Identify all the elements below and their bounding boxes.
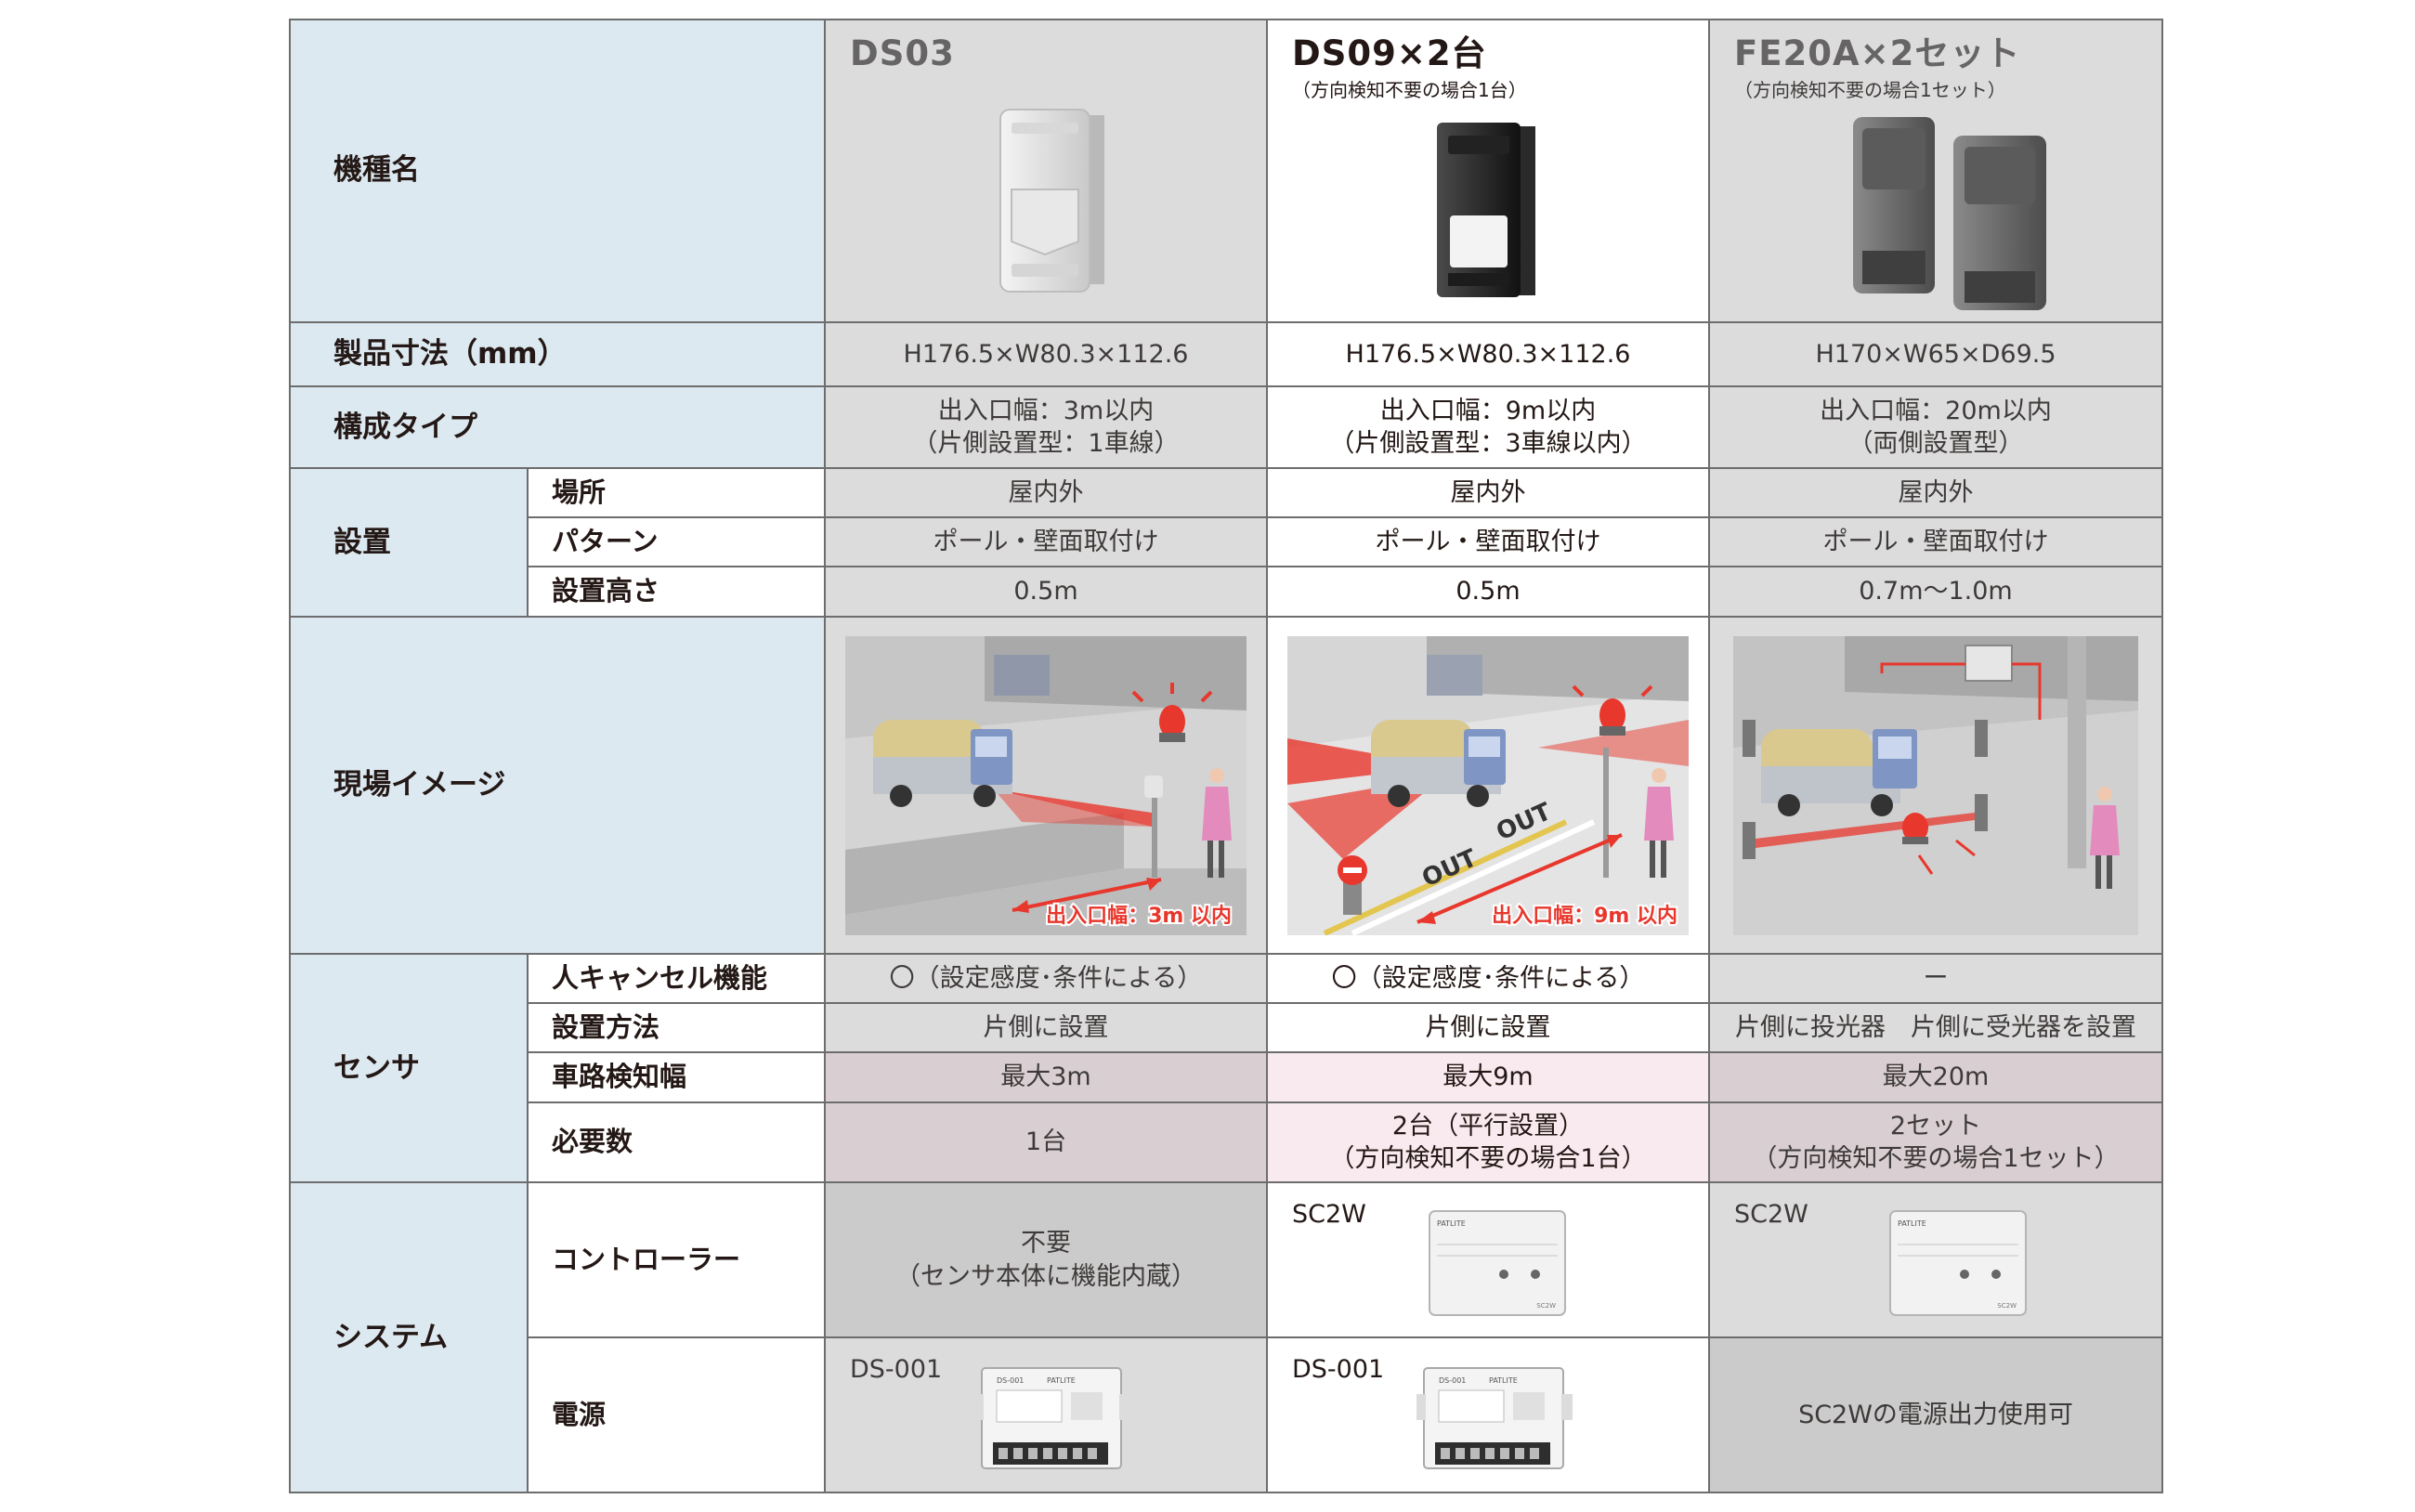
count-line: 2セット [1889, 1111, 1982, 1141]
pattern-ds03: ポール・壁面取付け [826, 518, 1268, 567]
method-ds09: 片側に設置 [1268, 1004, 1710, 1053]
device-model-label: DS-001 [997, 1376, 1024, 1385]
cancel-fe20a: ー [1710, 955, 2163, 1004]
pattern-fe20a: ポール・壁面取付け [1710, 518, 2163, 567]
config-line: 出入口幅：3m以内 [937, 396, 1155, 425]
power-ds03: DS-001 DS-001 PATLITE [826, 1338, 1268, 1493]
dimensions-ds03: H176.5×W80.3×112.6 [826, 323, 1268, 387]
place-ds03: 屋内外 [826, 469, 1268, 518]
scene-ds09: OUT OUT [1268, 618, 1710, 955]
config-line: （片側設置型：3車線以内） [1329, 429, 1647, 458]
product-name: DS03 [850, 33, 955, 73]
config-line: （片側設置型：1車線） [912, 429, 1180, 458]
place-fe20a: 屋内外 [1710, 469, 2163, 518]
count-line: （方向検知不要の場合1台） [1329, 1144, 1647, 1173]
scene-caption: 出入口幅：3m 以内 [1046, 905, 1232, 928]
dimensions-ds09: H176.5×W80.3×112.6 [1268, 323, 1710, 387]
product-ds03-header: DS03 [826, 19, 1268, 323]
height-fe20a: 0.7m〜1.0m [1710, 567, 2163, 618]
brand-label: PATLITE [1047, 1376, 1076, 1385]
product-ds09-header: DS09×2台 （方向検知不要の場合1台） [1268, 19, 1710, 323]
width-fe20a: 最大20m [1710, 1053, 2163, 1103]
label-install-place: 場所 [529, 469, 826, 518]
power-fe20a: SC2Wの電源出力使用可 [1710, 1338, 2163, 1493]
brand-label: PATLITE [1437, 1219, 1466, 1228]
pattern-ds09: ポール・壁面取付け [1268, 518, 1710, 567]
count-line: 1台 [1025, 1127, 1067, 1157]
config-line: 出入口幅：20m以内 [1820, 396, 2052, 425]
device-model-label: SC2W [1536, 1302, 1556, 1310]
label-sensor-method: 設置方法 [529, 1004, 826, 1053]
label-sensor: センサ [289, 955, 529, 1183]
ds001-power-image: DS-001 PATLITE [974, 1367, 1130, 1469]
method-fe20a: 片側に投光器 片側に受光器を設置 [1710, 1004, 2163, 1053]
config-line: 出入口幅：9m以内 [1379, 396, 1597, 425]
method-ds03: 片側に設置 [826, 1004, 1268, 1053]
label-sensor-width: 車路検知幅 [529, 1053, 826, 1103]
controller-name: SC2W [1734, 1200, 1808, 1229]
fe20a-sensor-image [1853, 117, 2046, 310]
device-model-label: SC2W [1997, 1302, 2017, 1310]
cancel-ds03: 〇（設定感度･条件による） [826, 955, 1268, 1004]
label-install-height: 設置高さ [529, 567, 826, 618]
comparison-table: 機種名 DS03 DS09×2台 （方向検知不要の場合1台） [289, 19, 2163, 1493]
controller-line: 不要 [1021, 1229, 1071, 1258]
config-fe20a: 出入口幅：20m以内 （両側設置型） [1710, 387, 2163, 469]
label-system-power: 電源 [529, 1338, 826, 1493]
count-ds09: 2台（平行設置） （方向検知不要の場合1台） [1268, 1103, 1710, 1183]
label-config: 構成タイプ [289, 387, 826, 469]
product-note: （方向検知不要の場合1セット） [1734, 79, 2006, 102]
scene-ds03: 出入口幅：3m 以内 [826, 618, 1268, 955]
config-line: （両側設置型） [1847, 429, 2024, 458]
cancel-ds09: 〇（設定感度･条件による） [1268, 955, 1710, 1004]
scene-fe20a-illustration [1733, 635, 2138, 935]
ds03-sensor-image [999, 109, 1104, 293]
product-name: DS09×2台 [1292, 33, 1487, 73]
width-ds09: 最大9m [1268, 1053, 1710, 1103]
product-note: （方向検知不要の場合1台） [1292, 79, 1527, 102]
power-ds09: DS-001 DS-001 PATLITE [1268, 1338, 1710, 1493]
count-line: （方向検知不要の場合1セット） [1752, 1144, 2120, 1173]
label-scene: 現場イメージ [289, 618, 826, 955]
label-dimensions: 製品寸法（mm） [289, 323, 826, 387]
brand-label: PATLITE [1489, 1376, 1518, 1385]
label-install: 設置 [289, 469, 529, 618]
count-ds03: 1台 [826, 1103, 1268, 1183]
config-ds09: 出入口幅：9m以内 （片側設置型：3車線以内） [1268, 387, 1710, 469]
count-line: 2台（平行設置） [1391, 1111, 1585, 1141]
controller-name: SC2W [1292, 1200, 1366, 1229]
dimensions-fe20a: H170×W65×D69.5 [1710, 323, 2163, 387]
controller-line: （センサ本体に機能内蔵） [895, 1261, 1196, 1291]
ds09-sensor-image [1437, 123, 1535, 297]
height-ds03: 0.5m [826, 567, 1268, 618]
product-name: FE20A×2セット [1734, 33, 2021, 73]
place-ds09: 屋内外 [1268, 469, 1710, 518]
label-sensor-count: 必要数 [529, 1103, 826, 1183]
width-ds03: 最大3m [826, 1053, 1268, 1103]
config-ds03: 出入口幅：3m以内 （片側設置型：1車線） [826, 387, 1268, 469]
height-ds09: 0.5m [1268, 567, 1710, 618]
scene-caption: 出入口幅：9m 以内 [1492, 905, 1677, 928]
label-system-controller: コントローラー [529, 1183, 826, 1338]
controller-ds09: SC2W PATLITE SC2W [1268, 1183, 1710, 1338]
label-model: 機種名 [289, 19, 826, 323]
sc2w-controller-image: PATLITE SC2W [1889, 1210, 2027, 1316]
power-name: DS-001 [1292, 1355, 1385, 1384]
label-install-pattern: パターン [529, 518, 826, 567]
controller-ds03: 不要 （センサ本体に機能内蔵） [826, 1183, 1268, 1338]
ds001-power-image: DS-001 PATLITE [1416, 1367, 1573, 1469]
brand-label: PATLITE [1898, 1219, 1926, 1228]
scene-fe20a [1710, 618, 2163, 955]
label-system: システム [289, 1183, 529, 1493]
controller-fe20a: SC2W PATLITE SC2W [1710, 1183, 2163, 1338]
sc2w-controller-image: PATLITE SC2W [1429, 1210, 1566, 1316]
power-name: DS-001 [850, 1355, 943, 1384]
count-fe20a: 2セット （方向検知不要の場合1セット） [1710, 1103, 2163, 1183]
product-fe20a-header: FE20A×2セット （方向検知不要の場合1セット） [1710, 19, 2163, 323]
scene-ds03-illustration: 出入口幅：3m 以内 [845, 635, 1247, 935]
scene-ds09-illustration: OUT OUT [1287, 635, 1689, 935]
device-model-label: DS-001 [1439, 1376, 1466, 1385]
label-sensor-cancel: 人キャンセル機能 [529, 955, 826, 1004]
